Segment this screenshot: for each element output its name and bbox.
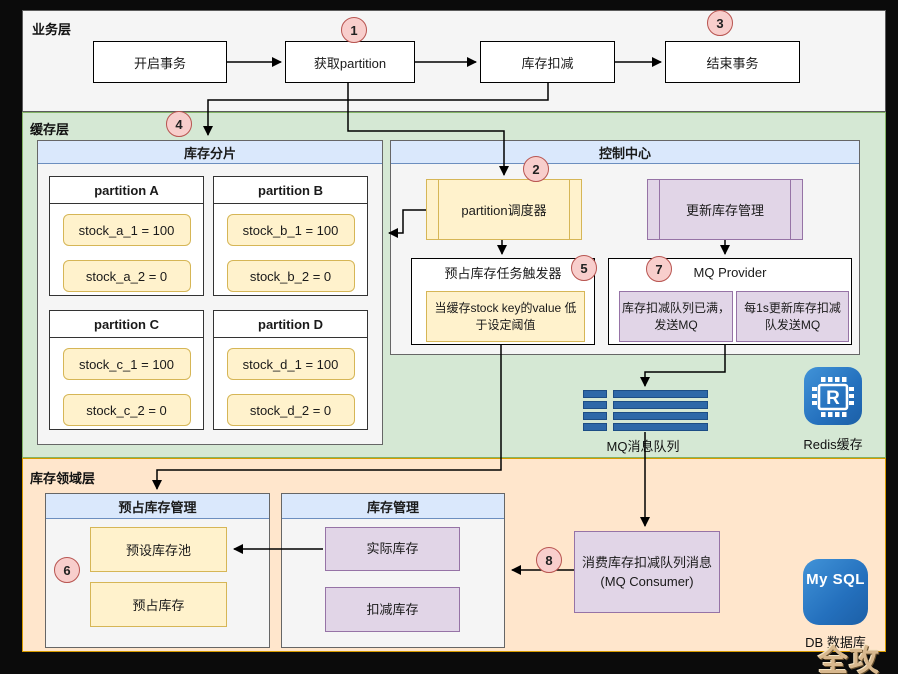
step-badge-1: 1 — [341, 17, 367, 43]
node-end-transaction: 结束事务 — [665, 41, 800, 83]
partition-d-title: partition D — [214, 311, 367, 338]
reserve-task-trigger-title: 预占库存任务触发器 — [444, 265, 562, 281]
domain-layer-label: 库存领域层 — [30, 471, 96, 486]
partition-c-card: partition C stock_c_1 = 100 stock_c_2 = … — [49, 310, 204, 430]
db-label: DB 数据库 — [805, 635, 866, 650]
mq-provider-title: MQ Provider — [693, 264, 767, 280]
step-badge-4: 4 — [166, 111, 192, 137]
partition-a-card: partition A stock_a_1 = 100 stock_a_2 = … — [49, 176, 204, 296]
step-badge-6: 6 — [54, 557, 80, 583]
actual-inventory: 实际库存 — [325, 527, 460, 571]
mq-rule-every-1s: 每1s更新库存扣减队发送MQ — [736, 291, 849, 342]
step-badge-2: 2 — [523, 156, 549, 182]
step-badge-7: 7 — [646, 256, 672, 282]
mq-consumer-node: 消费库存扣减队列消息 (MQ Consumer) — [574, 531, 720, 613]
step-badge-8: 8 — [536, 547, 562, 573]
inventory-sharding-header: 库存分片 — [38, 141, 382, 164]
mq-consumer-line1: 消费库存扣减队列消息 — [581, 554, 712, 570]
update-inventory-mgmt: 更新库存管理 — [647, 179, 803, 240]
trigger-condition: 当缓存stock key的value 低于设定阈值 — [426, 291, 585, 342]
stock-key: stock_c_2 = 0 — [62, 394, 191, 426]
mq-rule-queue-full: 库存扣减队列已满，发送MQ — [619, 291, 733, 342]
node-stock-deduction: 库存扣减 — [480, 41, 615, 83]
svg-text:R: R — [826, 388, 840, 409]
control-center-header: 控制中心 — [391, 141, 859, 164]
cache-layer-label: 缓存层 — [30, 122, 70, 137]
partition-b-title: partition B — [214, 177, 367, 204]
partition-a-title: partition A — [50, 177, 203, 204]
stock-key: stock_b_1 = 100 — [226, 214, 355, 246]
node-get-partition: 获取partition — [285, 41, 415, 83]
business-layer-label: 业务层 — [32, 22, 72, 37]
redis-chip-glyph: R — [812, 377, 854, 417]
inventory-mgmt-header: 库存管理 — [282, 494, 504, 519]
partition-b-card: partition B stock_b_1 = 100 stock_b_2 = … — [213, 176, 368, 296]
reserved-inventory: 预占库存 — [90, 582, 227, 627]
mysql-icon: My SQL — [803, 559, 868, 625]
redis-label: Redis缓存 — [803, 437, 863, 452]
node-start-transaction: 开启事务 — [93, 41, 227, 83]
step-badge-3: 3 — [707, 10, 733, 36]
stock-key: stock_d_2 = 0 — [226, 394, 355, 426]
mq-provider-box: MQ Provider 库存扣减队列已满，发送MQ 每1s更新库存扣减队发送MQ — [608, 258, 852, 345]
mq-consumer-line2: (MQ Consumer) — [600, 574, 694, 589]
mq-queue-label: MQ消息队列 — [606, 439, 680, 454]
stock-key: stock_c_1 = 100 — [62, 348, 191, 380]
stock-key: stock_b_2 = 0 — [226, 260, 355, 292]
stock-key: stock_a_1 = 100 — [62, 214, 191, 246]
deducted-inventory: 扣减库存 — [325, 587, 460, 632]
partition-d-card: partition D stock_d_1 = 100 stock_d_2 = … — [213, 310, 368, 430]
redis-icon: R — [804, 367, 862, 425]
stock-key: stock_d_1 = 100 — [226, 348, 355, 380]
watermark: 全攻略 — [818, 645, 880, 674]
mysql-icon-text: My SQL — [806, 570, 865, 588]
step-badge-5: 5 — [571, 255, 597, 281]
stock-key: stock_a_2 = 0 — [62, 260, 191, 292]
reserve-task-trigger-box: 预占库存任务触发器 当缓存stock key的value 低于设定阈值 — [411, 258, 595, 345]
reserve-inventory-mgmt-header: 预占库存管理 — [46, 494, 269, 519]
partition-scheduler: partition调度器 — [426, 179, 582, 240]
preset-inventory-pool: 预设库存池 — [90, 527, 227, 572]
partition-c-title: partition C — [50, 311, 203, 338]
